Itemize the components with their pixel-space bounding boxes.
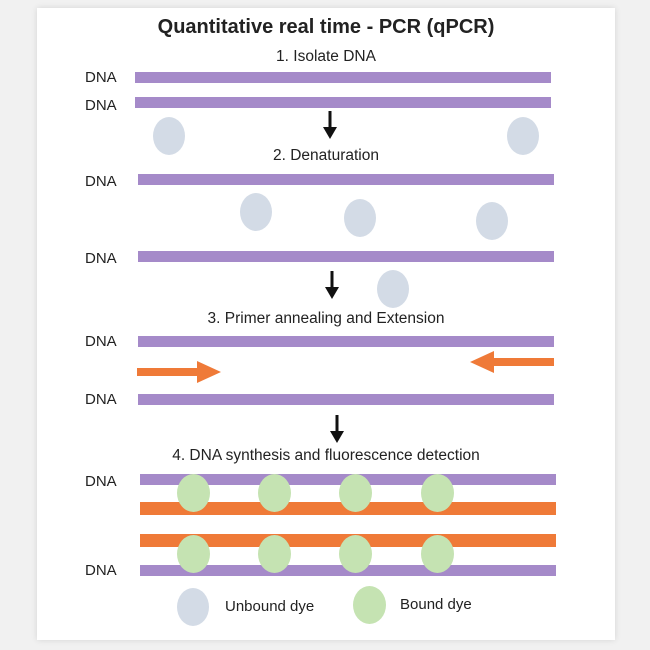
dna-strand (135, 72, 551, 83)
legend-bound-dye-swatch (353, 586, 386, 624)
dna-strand (138, 251, 554, 262)
step-3-label: 3. Primer annealing and Extension (207, 310, 445, 327)
dna-label: DNA (85, 391, 117, 408)
unbound-dye-dot (476, 202, 508, 240)
bound-dye-dot (339, 474, 372, 512)
unbound-dye-dot (344, 199, 376, 237)
unbound-dye-dot (377, 270, 409, 308)
bound-dye-dot (177, 535, 210, 573)
dna-strand (138, 174, 554, 185)
dna-label: DNA (85, 250, 117, 267)
legend-unbound-dye-swatch (177, 588, 209, 626)
step-4-label: 4. DNA synthesis and fluorescence detect… (172, 447, 480, 464)
bound-dye-dot (339, 535, 372, 573)
diagram-card: Quantitative real time - PCR (qPCR) 1. I… (37, 8, 615, 640)
dna-label: DNA (85, 333, 117, 350)
unbound-dye-dot (153, 117, 185, 155)
legend-unbound-dye-label: Unbound dye (225, 598, 315, 615)
dna-label: DNA (85, 473, 117, 490)
bound-dye-dot (421, 474, 454, 512)
reverse-primer-arrow-icon (470, 351, 554, 373)
dna-label: DNA (85, 173, 117, 190)
dna-label: DNA (85, 69, 117, 86)
unbound-dye-dot (240, 193, 272, 231)
down-arrow-icon (330, 415, 344, 443)
diagram-title: Quantitative real time - PCR (qPCR) (157, 16, 495, 38)
dna-strand (135, 97, 551, 108)
bound-dye-dot (258, 474, 291, 512)
step-1-label: 1. Isolate DNA (276, 48, 376, 65)
down-arrow-icon (323, 111, 337, 139)
dna-label: DNA (85, 97, 117, 114)
step-2-label: 2. Denaturation (273, 147, 379, 164)
bound-dye-dot (177, 474, 210, 512)
bound-dye-dot (258, 535, 291, 573)
down-arrow-icon (325, 271, 339, 299)
dna-strand (138, 336, 554, 347)
dna-label: DNA (85, 562, 117, 579)
bound-dye-dot (421, 535, 454, 573)
forward-primer-arrow-icon (137, 361, 221, 383)
unbound-dye-dot (507, 117, 539, 155)
legend-bound-dye-label: Bound dye (400, 596, 472, 613)
dna-strand (138, 394, 554, 405)
